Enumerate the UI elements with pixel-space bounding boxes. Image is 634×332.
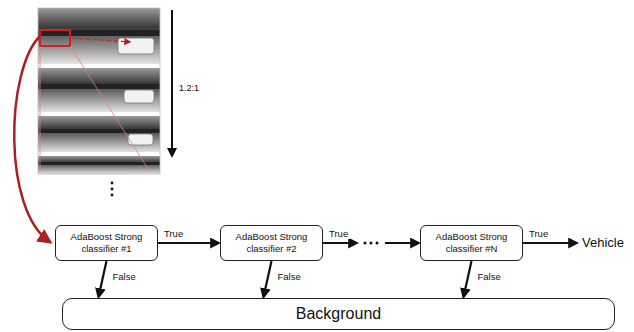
result-box: Background	[62, 298, 615, 330]
classifier-box: AdaBoost Strong classifier #1	[55, 225, 158, 261]
box-label: AdaBoost Strong classifier #N	[421, 228, 522, 258]
edge-label: True	[327, 229, 350, 239]
pyramid-frames	[38, 8, 160, 174]
output-label: Vehicle	[580, 236, 626, 250]
edge-label: False	[276, 272, 303, 282]
edge-label: False	[476, 272, 503, 282]
scan-window	[14, 30, 150, 242]
classifier-box: AdaBoost Strong classifier #N	[420, 225, 523, 261]
flow-arrow	[464, 261, 472, 297]
edge-label: True	[527, 229, 550, 239]
box-label: AdaBoost Strong classifier #2	[221, 228, 322, 258]
box-label: AdaBoost Strong classifier #1	[56, 228, 157, 258]
edge-label: True	[162, 229, 185, 239]
scale-ratio: 1.2:1	[177, 84, 201, 94]
edge-label: False	[111, 272, 138, 282]
box-label: Background	[290, 301, 387, 327]
flow-arrow	[99, 261, 107, 297]
vertical-ellipsis	[111, 182, 114, 197]
flow-arrow	[264, 261, 272, 297]
scale-arrow	[172, 10, 173, 156]
classifier-box: AdaBoost Strong classifier #2	[220, 225, 323, 261]
flow-arrow	[158, 243, 219, 244]
flow-arrow	[323, 242, 419, 245]
output-arrow	[523, 243, 577, 244]
